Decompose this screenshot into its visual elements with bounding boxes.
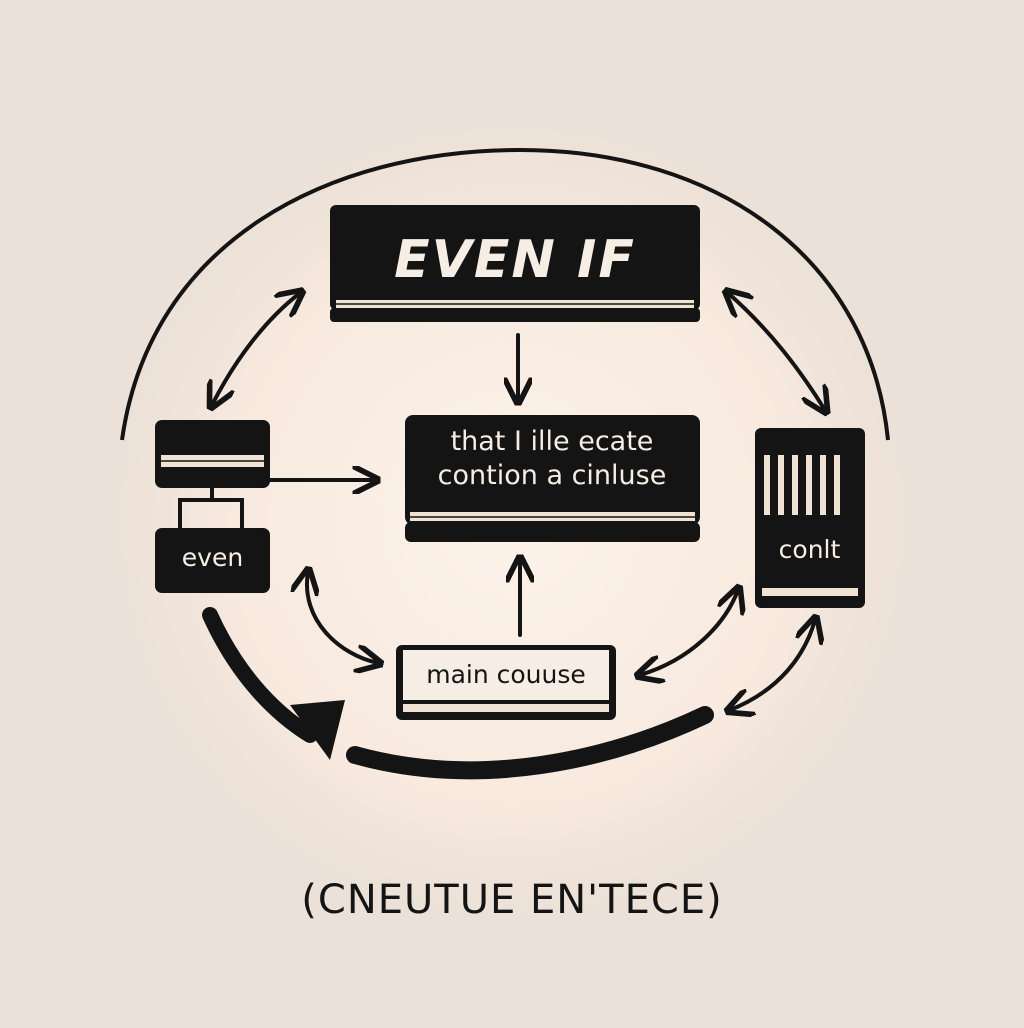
caption: (CNEUTUE EN'TECE) <box>301 877 723 923</box>
center-box-line-2: contion a cinluse <box>437 460 667 491</box>
center-box-line-1: that I ille ecate <box>450 426 654 457</box>
title-box-label: EVEN IF <box>394 230 636 290</box>
center-box-label: that I ille ecate contion a cinluse <box>408 425 696 505</box>
arrow-bottom-right <box>640 590 738 675</box>
arrow-right-lower <box>730 620 815 710</box>
arrow-title-right <box>728 293 825 410</box>
center-box <box>405 415 700 542</box>
arrow-even-bottom <box>307 572 378 663</box>
thick-base-curve <box>346 706 714 780</box>
thick-arrowhead <box>290 700 345 760</box>
right-box-label: conlt <box>778 535 841 564</box>
right-box <box>755 428 865 608</box>
bottom-box <box>396 645 616 720</box>
title-box <box>330 205 700 322</box>
arrows <box>212 293 825 710</box>
arrow-title-left <box>212 293 300 405</box>
bottom-box-label: main couuse <box>426 660 586 689</box>
left-connector <box>178 488 244 528</box>
even-box <box>155 528 270 593</box>
left-top-box <box>155 420 270 488</box>
left-box-label: even <box>181 543 244 572</box>
thick-loop-arrow <box>202 607 318 743</box>
